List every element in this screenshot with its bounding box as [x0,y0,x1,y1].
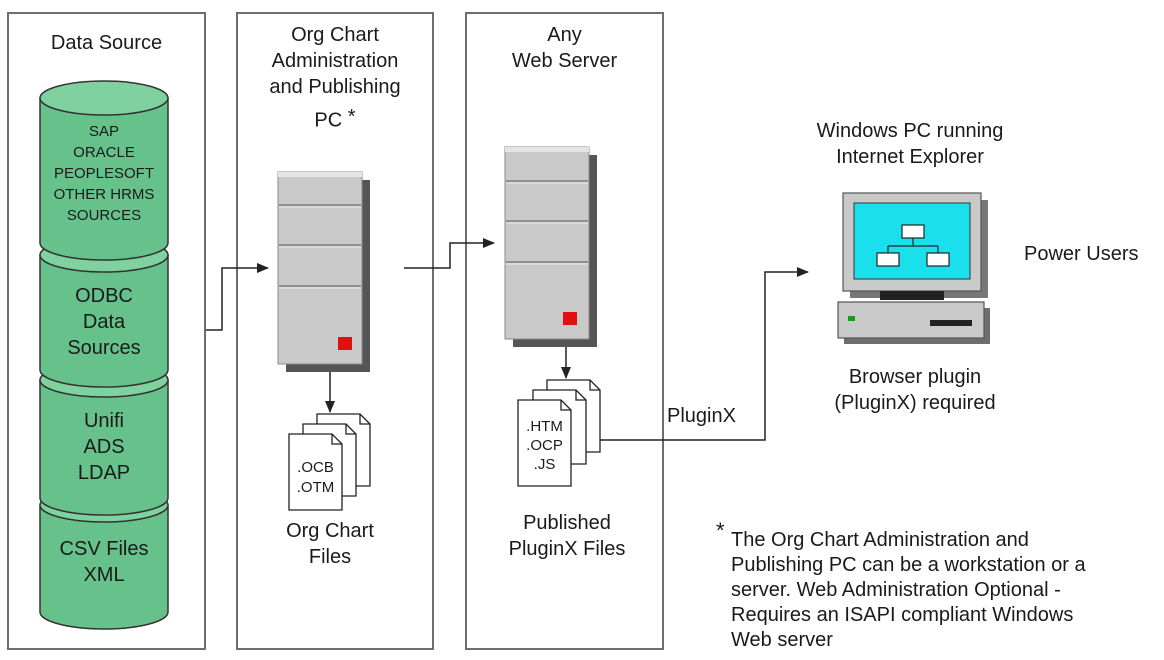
pluginx-files-caption: Published PluginX Files [492,510,642,562]
footnote-text: The Org Chart Administration and Publish… [731,528,1151,653]
cylinder-line: SAP [88,123,119,140]
footnote-line: server. Web Administration Optional - [731,579,1061,601]
web-server-title: Any Web Server [465,22,664,74]
cylinder-line: OTHER HRMS [53,186,155,203]
file-ext: .JS [533,456,556,473]
caption-line: Files [308,546,352,568]
cylinder-line: ORACLE [73,144,135,161]
footnote-line: Publishing PC can be a workstation or a [731,554,1086,576]
data-source-title: Data Source [50,32,163,54]
cylinder-hrms-label: SAP ORACLE PEOPLESOFT OTHER HRMS SOURCES [40,121,168,226]
client-note-line: (PluginX) required [834,392,996,414]
web-server-title-line: Any [547,24,582,46]
web-server-icon [504,146,597,347]
admin-pc-asterisk: * [347,106,356,128]
cylinder-csv-label: CSV Files XML [40,536,168,588]
caption-line: Published [523,512,611,534]
cylinder-hrms [39,80,169,261]
file-ext: .OCB [297,459,334,476]
admin-pc-title-line: PC * [236,100,434,134]
caption-line: Org Chart [286,520,374,542]
footnote-line: Web server [731,629,833,651]
client-heading: Windows PC running Internet Explorer [800,118,1020,170]
admin-pc-title-line: Org Chart [291,24,379,46]
footnote-marker: * [716,518,725,543]
client-heading-line: Windows PC running [816,120,1004,142]
org-chart-file-extensions: .OCB .OTM [289,458,342,498]
caption-line: PluginX Files [508,538,626,560]
client-plugin-note: Browser plugin (PluginX) required [820,364,1010,416]
cylinder-line: Unifi [83,410,124,432]
power-users-label: Power Users [1024,243,1139,265]
cylinder-odbc-label: ODBC Data Sources [40,283,168,361]
cylinder-line: PEOPLESOFT [53,165,155,182]
client-pc-icon [837,192,990,344]
footnote-line: Requires an ISAPI compliant Windows [731,604,1074,626]
cylinder-line: ODBC [75,285,133,307]
arrow-admin-to-webserver [404,238,495,269]
admin-pc-title-line: Administration [271,50,399,72]
cylinder-line: XML [83,564,125,586]
file-ext: .OTM [296,479,335,496]
cylinder-directory-label: Unifi ADS LDAP [40,408,168,486]
pluginx-file-extensions: .HTM .OCP .JS [518,417,571,474]
footnote-line: The Org Chart Administration and [731,529,1029,551]
arrow-datasource-to-admin [206,263,269,331]
cylinder-line: SOURCES [66,207,142,224]
pluginx-connector-label: PluginX [667,405,736,427]
admin-pc-title-line: and Publishing [269,76,401,98]
admin-server-icon [277,171,370,372]
org-chart-file-stack [288,413,371,511]
client-heading-line: Internet Explorer [836,146,984,168]
file-ext: .HTM [526,418,563,435]
file-ext: .OCP [526,437,563,454]
cylinder-line: ADS [83,436,125,458]
web-server-title-line: Web Server [511,50,618,72]
admin-pc-title-pc: PC [314,109,343,132]
cylinder-line: LDAP [77,462,131,484]
pluginx-file-stack [517,379,601,487]
org-chart-files-caption: Org Chart Files [265,518,395,570]
admin-pc-title: Org Chart Administration and Publishing … [236,22,434,134]
client-note-line: Browser plugin [848,366,982,388]
cylinder-line: CSV Files [59,538,149,560]
cylinder-line: Sources [67,337,141,359]
cylinder-line: Data [82,311,126,333]
arrow-files-to-client [600,267,809,441]
